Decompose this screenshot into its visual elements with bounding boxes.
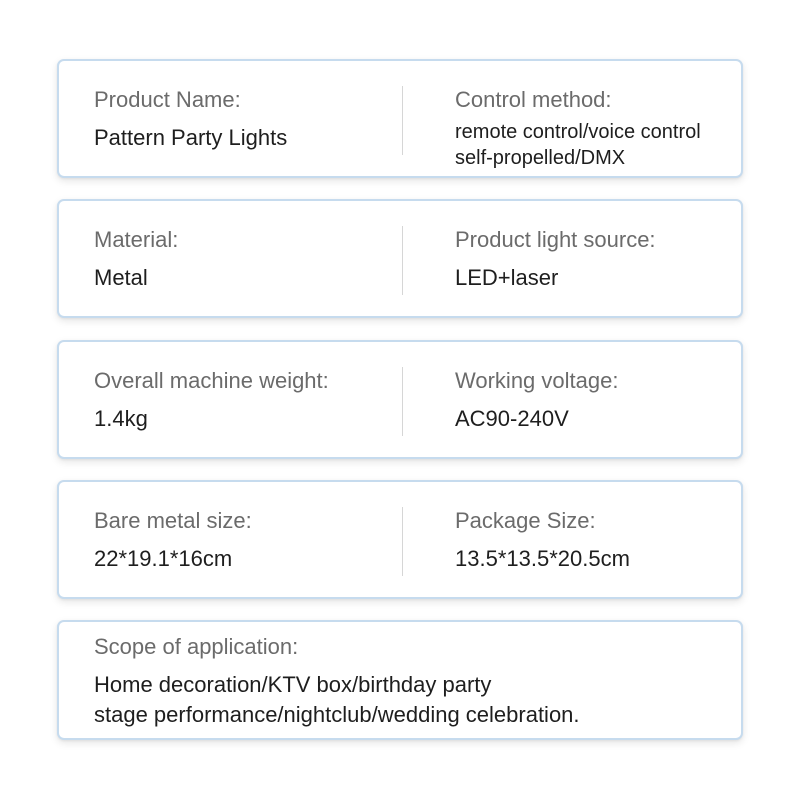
control-method-line-1: remote control/voice control xyxy=(455,121,701,143)
scope-value: Home decoration/KTV box/birthday party s… xyxy=(94,670,580,730)
material-label: Material: xyxy=(94,227,179,252)
weight-label: Overall machine weight: xyxy=(94,368,329,393)
scope-label: Scope of application: xyxy=(94,634,299,659)
scope-line-2: stage performance/nightclub/wedding cele… xyxy=(94,702,580,727)
bare-metal-size-value: 22*19.1*16cm xyxy=(94,546,233,571)
voltage-value: AC90-240V xyxy=(455,406,569,431)
package-size-value: 13.5*13.5*20.5cm xyxy=(455,546,630,571)
spec-card-product-name: Product Name: Pattern Party Lights Contr… xyxy=(57,59,743,178)
light-source-label: Product light source: xyxy=(455,227,656,252)
spec-card-weight: Overall machine weight: 1.4kg Working vo… xyxy=(57,340,743,459)
control-method-line-2: self-propelled/DMX xyxy=(455,147,626,169)
bare-metal-size-label: Bare metal size: xyxy=(94,508,252,533)
material-value: Metal xyxy=(94,265,148,290)
spec-card-scope: Scope of application: Home decoration/KT… xyxy=(57,620,743,740)
control-method-value: remote control/voice control self-propel… xyxy=(455,119,701,171)
control-method-label: Control method: xyxy=(455,87,612,112)
product-name-value: Pattern Party Lights xyxy=(94,125,288,150)
column-divider xyxy=(402,507,403,576)
light-source-value: LED+laser xyxy=(455,265,559,290)
voltage-label: Working voltage: xyxy=(455,368,619,393)
column-divider xyxy=(402,367,403,436)
product-name-label: Product Name: xyxy=(94,87,241,112)
column-divider xyxy=(402,86,403,155)
column-divider xyxy=(402,226,403,295)
package-size-label: Package Size: xyxy=(455,508,596,533)
weight-value: 1.4kg xyxy=(94,406,148,431)
scope-line-1: Home decoration/KTV box/birthday party xyxy=(94,672,492,697)
spec-card-material: Material: Metal Product light source: LE… xyxy=(57,199,743,318)
spec-card-size: Bare metal size: 22*19.1*16cm Package Si… xyxy=(57,480,743,599)
